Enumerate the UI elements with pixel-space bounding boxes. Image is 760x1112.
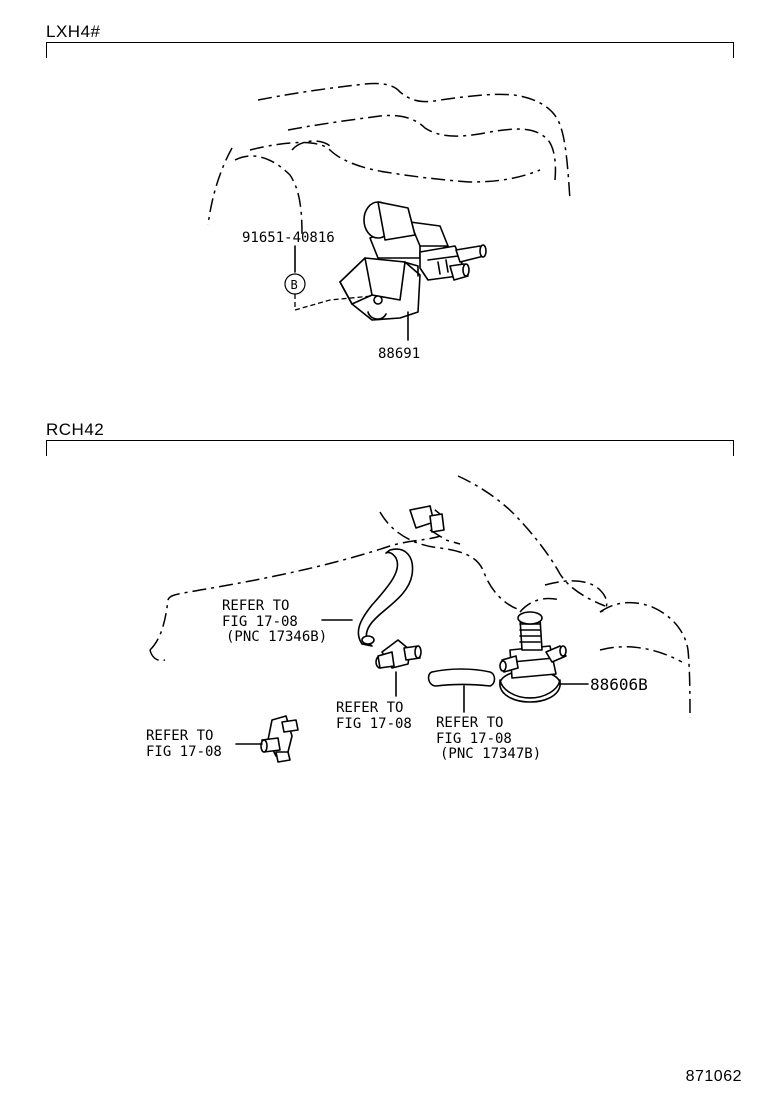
bolt-callout <box>284 245 409 341</box>
svg-text:(PNC 17346B): (PNC 17346B) <box>226 629 327 645</box>
label-vsv-number: 88691 <box>378 346 420 362</box>
svg-text:REFER TO: REFER TO <box>336 700 403 716</box>
svg-text:FIG 17-08: FIG 17-08 <box>146 744 222 760</box>
vsv-assembly <box>339 201 487 321</box>
section-tick-left-rch42 <box>46 440 47 456</box>
figure-number: 871062 <box>685 1068 742 1085</box>
middle-fitting <box>375 639 422 697</box>
label-callout-b: B <box>291 278 298 292</box>
section-tick-left-lxh4 <box>46 42 47 58</box>
label-refer3: REFER TO FIG 17-08 (PNC 17347B) <box>436 715 541 762</box>
section-rule-rch42 <box>46 440 734 441</box>
section-title-lxh4: LXH4# <box>46 22 101 41</box>
check-valve-left <box>235 715 299 763</box>
svg-text:FIG 17-08: FIG 17-08 <box>436 731 512 747</box>
engine-connector <box>409 505 445 533</box>
svg-text:REFER TO: REFER TO <box>146 728 213 744</box>
svg-text:REFER TO: REFER TO <box>222 598 289 614</box>
svg-text:FIG 17-08: FIG 17-08 <box>222 614 298 630</box>
svg-text:(PNC 17347B): (PNC 17347B) <box>440 746 541 762</box>
svg-text:FIG 17-08: FIG 17-08 <box>336 716 412 732</box>
regulator-88606b <box>499 611 589 703</box>
label-part-88606b: 88606B <box>590 675 648 694</box>
section-title-rch42: RCH42 <box>46 420 105 439</box>
hose-17347b <box>427 668 496 713</box>
section-tick-right-rch42 <box>733 440 734 456</box>
label-bolt-number: 91651-40816 <box>242 230 335 246</box>
label-refer2: REFER TO FIG 17-08 <box>336 700 412 732</box>
label-refer4: REFER TO FIG 17-08 <box>146 728 222 760</box>
section-tick-right-lxh4 <box>733 42 734 58</box>
svg-text:REFER TO: REFER TO <box>436 715 503 731</box>
hose-17346b <box>357 548 414 647</box>
engine-outline-upper <box>207 82 571 236</box>
section-rule-lxh4 <box>46 42 734 43</box>
label-refer1: REFER TO FIG 17-08 (PNC 17346B) <box>222 598 327 645</box>
